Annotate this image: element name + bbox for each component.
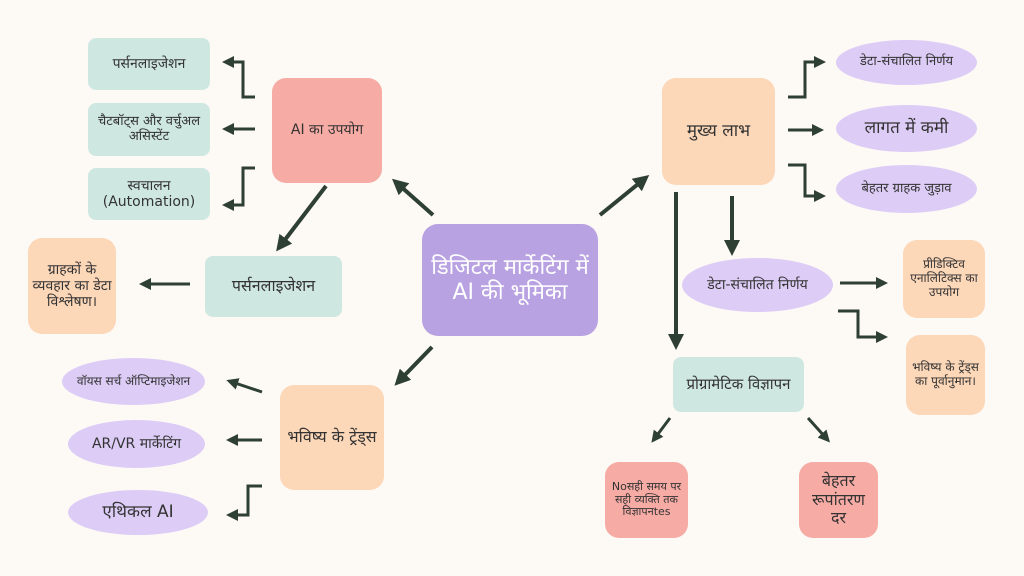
arrow: [276, 184, 328, 252]
arrow: [392, 178, 435, 217]
arrow: [226, 484, 262, 521]
data-driven-node: डेटा-संचालित निर्णय: [682, 258, 833, 312]
benefit-item: बेहतर ग्राहक जुड़ाव: [836, 165, 977, 213]
programmatic-node: प्रोग्रामेटिक विज्ञापन: [673, 357, 804, 412]
future-item: एथिकल AI: [68, 490, 208, 535]
arrow: [788, 163, 826, 202]
personalization-node: पर्सनलाइजेशन: [205, 256, 342, 317]
arrow: [222, 56, 255, 99]
arrow: [788, 56, 826, 99]
benefits-node: मुख्य लाभ: [662, 78, 775, 185]
personalization-detail: ग्राहकों के व्यवहार का डेटा विश्लेषण।: [28, 238, 116, 334]
arrow: [226, 378, 263, 394]
arrow: [598, 174, 650, 217]
data-driven-item: प्रीडिक्टिव एनालिटिक्स का उपयोग: [903, 240, 985, 318]
arrow: [222, 166, 255, 211]
data-driven-item: भविष्य के ट्रेंड्स का पूर्वानुमान।: [906, 335, 985, 415]
ai-use-item: स्वचालन (Automation): [88, 168, 210, 220]
benefit-item: डेटा-संचालित निर्णय: [836, 40, 977, 85]
ai-use-item: चैटबॉट्स और वर्चुअल असिस्टेंट: [88, 103, 210, 156]
arrow: [806, 416, 831, 443]
arrow: [394, 345, 434, 386]
future-item: वॉयस सर्च ऑप्टिमाइजेशन: [62, 358, 205, 405]
benefit-item: लागत में कमी: [836, 105, 977, 152]
central-topic: डिजिटल मार्केटिंग में AI की भूमिका: [422, 224, 598, 336]
arrow: [651, 417, 672, 443]
ai-use-node: AI का उपयोग: [272, 78, 382, 183]
future-item: AR/VR मार्केटिंग: [68, 420, 205, 468]
future-trends-node: भविष्य के ट्रेंड्स: [280, 385, 384, 490]
programmatic-item: Noसही समय पर सही व्यक्ति तक विज्ञापनtes: [605, 462, 688, 538]
programmatic-item: बेहतर रूपांतरण दर: [799, 462, 878, 538]
arrow: [838, 309, 888, 343]
ai-use-item: पर्सनलाइजेशन: [88, 38, 210, 90]
